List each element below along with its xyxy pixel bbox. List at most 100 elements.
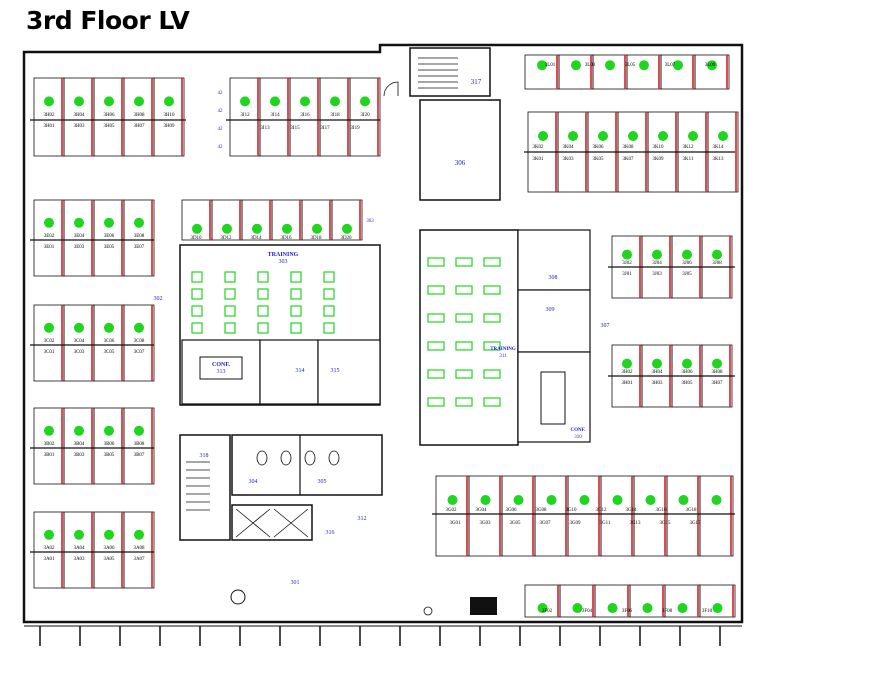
cubicle-label: 3I12 xyxy=(240,113,250,118)
cubicle-label: 3G14 xyxy=(625,508,637,513)
cubicle-label: 3A02 xyxy=(43,546,55,551)
cubicle-row-g xyxy=(435,475,734,557)
cubicle-label: 3I20 xyxy=(360,113,370,118)
cubicle-label: 3A07 xyxy=(133,557,145,562)
room-label-308: 308 xyxy=(549,275,558,281)
cubicle-label: 3B05 xyxy=(104,453,115,458)
cubicle-label: 3C01 xyxy=(44,350,55,355)
training-seat xyxy=(427,257,445,267)
training-seat xyxy=(257,305,269,317)
room-name-303: TRAINING xyxy=(268,252,299,258)
room-306 xyxy=(419,99,501,201)
cubicle-label: 3K02 xyxy=(532,145,544,150)
training-seat xyxy=(290,271,302,283)
cubicle-label: 3B07 xyxy=(134,453,145,458)
training-seat xyxy=(323,288,335,300)
cubicle-label: 3G13 xyxy=(629,521,641,526)
cubicle-label: 3C05 xyxy=(104,350,115,355)
workstation-chair xyxy=(134,96,144,107)
workstation-chair xyxy=(192,223,202,234)
cubicle-cell xyxy=(626,54,662,90)
rooms-layer xyxy=(179,47,591,616)
cubicle-row-i xyxy=(229,77,381,157)
cubicle-label: 3F06 xyxy=(622,609,633,614)
training-seat xyxy=(191,271,203,283)
column xyxy=(230,589,246,605)
cubicle-label: 3J01 xyxy=(622,272,632,277)
workstation-chair xyxy=(270,96,280,107)
cubicle-cell xyxy=(435,475,470,557)
cubicle-row-e xyxy=(33,199,155,277)
cubicle-cell xyxy=(567,475,602,557)
toilet xyxy=(304,450,316,466)
workstation-chair xyxy=(134,322,144,333)
cubicle-label: 3G11 xyxy=(600,521,611,526)
cubicle-cell xyxy=(699,584,736,618)
cubicle-label: 3A08 xyxy=(133,546,145,551)
cubicle-label: 3H02 xyxy=(43,113,55,118)
cubicle-label: 3F04 xyxy=(582,609,593,614)
cubicle-label: 3K06 xyxy=(592,145,604,150)
workstation-chair xyxy=(44,529,54,540)
conference-table xyxy=(199,356,243,380)
cubicle-label: 3G18 xyxy=(685,508,697,513)
workstation-chair xyxy=(658,131,668,141)
training-seat xyxy=(191,322,203,334)
cubicle-label: 3I19 xyxy=(350,126,360,131)
workstation-chair xyxy=(682,249,692,260)
cubicle-label: 3G01 xyxy=(449,521,461,526)
workstation-chair xyxy=(342,223,352,234)
workstation-chair xyxy=(164,96,174,107)
cubicle-cell xyxy=(468,475,503,557)
training-seat xyxy=(483,257,501,267)
training-seat xyxy=(290,288,302,300)
training-seat xyxy=(224,322,236,334)
equipment-block xyxy=(470,597,497,615)
cubicle-label: 3J05 xyxy=(682,272,692,277)
room-309 xyxy=(517,289,591,353)
cubicle-label: 3H05 xyxy=(681,381,693,386)
cubicle-row-b xyxy=(33,407,155,485)
workstation-chair xyxy=(282,223,292,234)
workstation-chair xyxy=(330,96,340,107)
workstation-chair xyxy=(688,131,698,141)
room-label-363: 363 xyxy=(366,219,374,224)
workstation-chair xyxy=(622,249,632,260)
cubicle-label: 3B02 xyxy=(44,442,55,447)
cubicle-label: 3E08 xyxy=(134,234,145,239)
cubicle-label: 3K04 xyxy=(562,145,574,150)
cubicle-label: 3A06 xyxy=(103,546,115,551)
cubicle-row-d xyxy=(181,199,363,241)
cubicle-label: 3I15 xyxy=(290,126,300,131)
room-label-318: 318 xyxy=(200,453,209,459)
cubicle-label: 3E01 xyxy=(44,245,55,250)
cubicle-label: 3K12 xyxy=(682,145,694,150)
cubicle-label: 3E02 xyxy=(44,234,55,239)
cubicle-label: 3K11 xyxy=(683,157,694,162)
cubicle-row-c xyxy=(33,304,155,382)
cubicle-label: 3B06 xyxy=(104,442,115,447)
room-label-313: 313 xyxy=(217,369,226,375)
workstation-chair xyxy=(678,495,689,505)
workstation-chair xyxy=(360,96,370,107)
workstation-chair xyxy=(44,217,54,228)
workstation-chair xyxy=(74,425,84,436)
cubicle-label: 3C03 xyxy=(74,350,85,355)
cubicle-label: 3C07 xyxy=(134,350,145,355)
workstation-chair xyxy=(222,223,232,234)
room-label-314: 314 xyxy=(296,368,305,374)
cubicle-label: 3H07 xyxy=(711,381,723,386)
side-tag: 42 xyxy=(218,91,224,96)
side-tag: 42 xyxy=(218,145,224,150)
toilet xyxy=(328,450,340,466)
training-seat xyxy=(427,397,445,407)
cubicle-label: 3G02 xyxy=(445,508,457,513)
workstation-chair xyxy=(712,603,723,614)
workstation-chair xyxy=(712,358,722,369)
workstation-chair xyxy=(134,217,144,228)
cubicle-label: 3F10 xyxy=(702,609,713,614)
cubicle-label: 3G15 xyxy=(659,521,671,526)
workstation-chair xyxy=(652,358,662,369)
workstation-chair xyxy=(44,425,54,436)
workstation-chair xyxy=(312,223,322,234)
